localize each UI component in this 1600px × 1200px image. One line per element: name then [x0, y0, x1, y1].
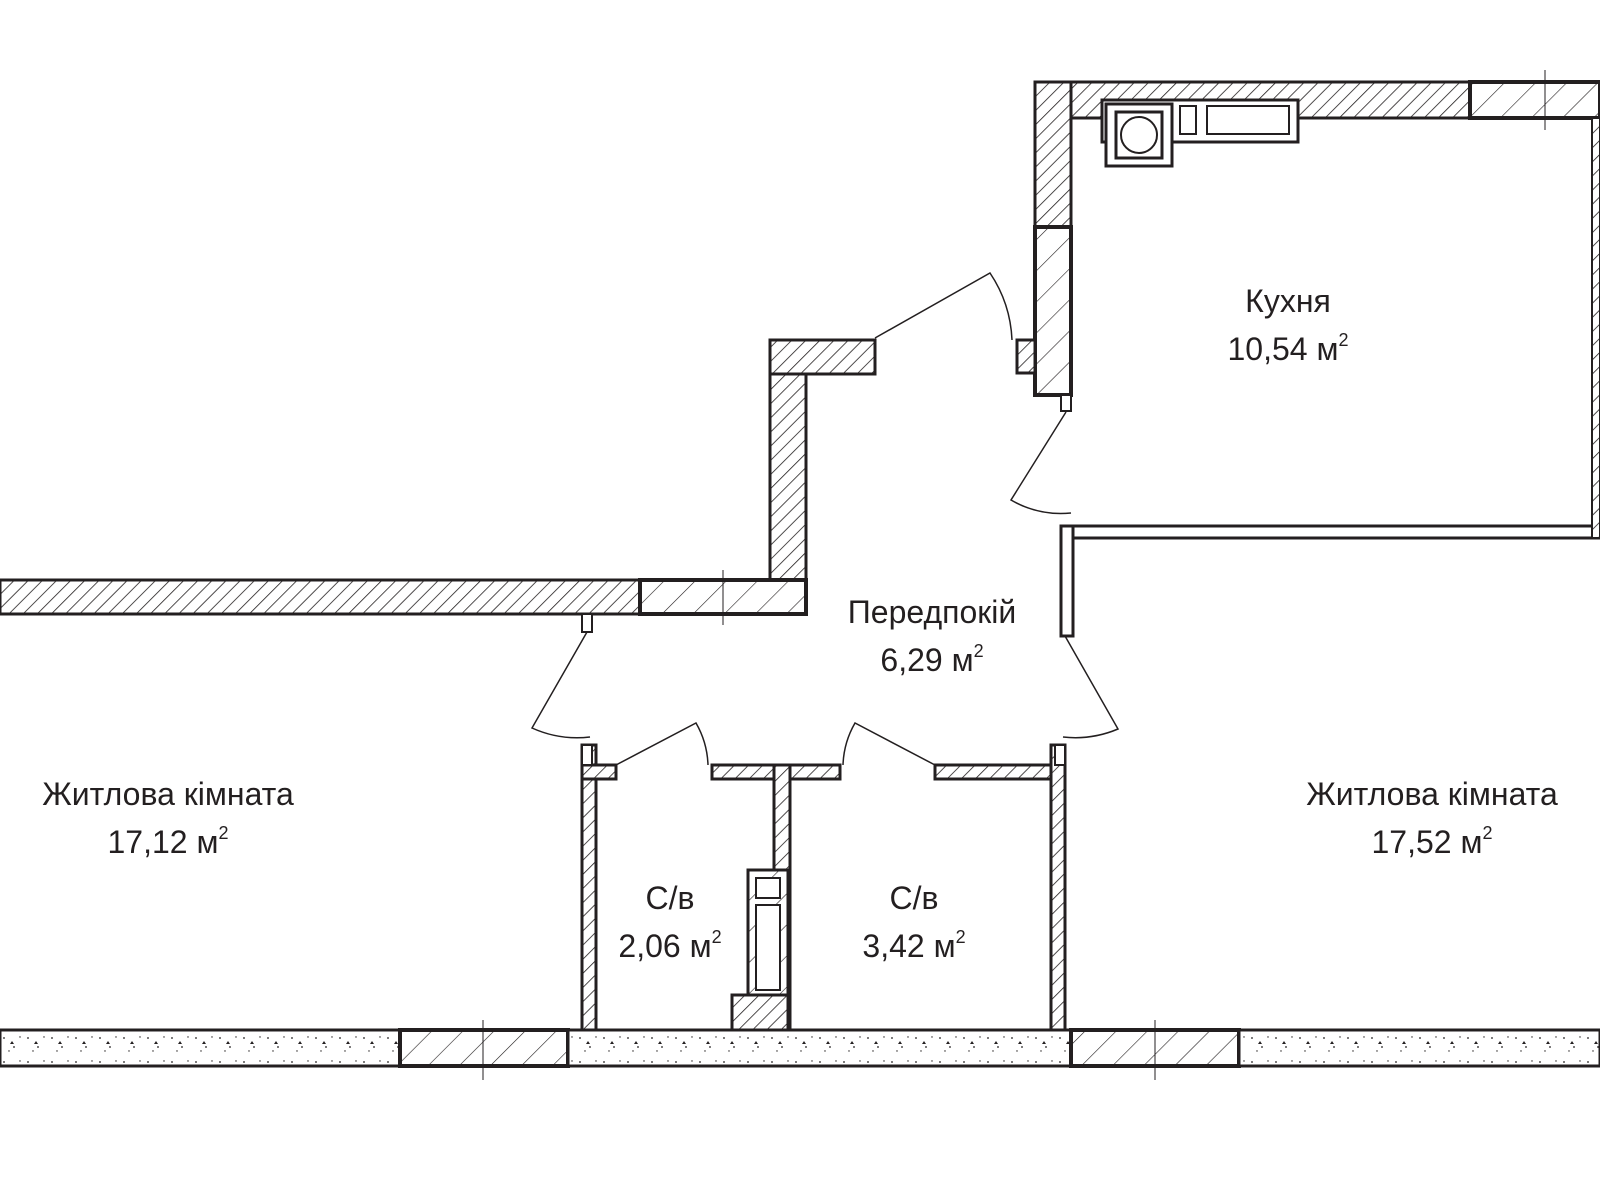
room-name: Передпокій	[847, 594, 1017, 630]
door-hall-top	[874, 272, 1013, 341]
room-area: 17,12 м2	[107, 823, 229, 860]
room-label-bath-small: С/в 2,06 м2	[618, 874, 721, 970]
room-area: 17,52 м2	[1371, 823, 1493, 860]
service-shaft-base	[730, 993, 790, 1032]
room-name: С/в	[889, 880, 939, 916]
room-area: 2,06 м2	[618, 927, 722, 964]
room-label-bath-large: С/в 3,42 м2	[862, 874, 965, 970]
room-name: С/в	[645, 880, 695, 916]
room-name: Житлова кімната	[1306, 776, 1558, 812]
left-long-wall	[0, 578, 642, 616]
exterior-wall-middle	[566, 1028, 1073, 1068]
right-edge-wall	[1591, 117, 1600, 539]
room-area: 6,29 м2	[880, 641, 984, 678]
room-name: Житлова кімната	[42, 776, 294, 812]
door-living-right	[1062, 635, 1120, 739]
window-left	[398, 1028, 570, 1068]
room-area: 3,42 м2	[862, 927, 966, 964]
bath-left-post	[581, 744, 593, 766]
kitchen-living-partition	[1059, 524, 1600, 540]
kitchen-left-wall-stub	[1015, 338, 1037, 375]
room-label-kitchen: Кухня 10,54 м2	[1228, 277, 1349, 373]
room-name: Кухня	[1245, 283, 1331, 319]
door-bath-large	[842, 722, 936, 766]
door-bath-small	[615, 722, 709, 766]
room-area: 10,54 м2	[1227, 330, 1349, 367]
kitchen-sink	[1206, 105, 1290, 135]
bath-right-wall	[1049, 743, 1067, 1032]
door-living-left	[530, 631, 591, 739]
bath-left-top-stub	[580, 763, 618, 781]
partition-vertical	[1059, 524, 1075, 638]
kitchen-door-post	[1060, 394, 1072, 412]
kitchen-boiler-icon	[1120, 116, 1158, 154]
room-label-hallway: Передпокій 6,29 м2	[848, 588, 1016, 684]
service-shaft-inner	[755, 904, 781, 991]
kitchen-left-wall-upper	[1033, 80, 1073, 229]
service-shaft-top	[755, 877, 781, 899]
exterior-wall-left	[0, 1028, 402, 1068]
kitchen-left-wall-block	[1033, 225, 1073, 397]
room-label-living-left: Житлова кімната 17,12 м2	[42, 770, 294, 866]
bath-left-wall	[580, 743, 598, 1032]
bath-right-post	[1054, 744, 1066, 766]
bath-right-top-wall	[933, 763, 1067, 781]
exterior-wall-right	[1237, 1028, 1600, 1068]
room-label-living-right: Житлова кімната 17,52 м2	[1306, 770, 1558, 866]
kitchen-top-window	[1468, 80, 1600, 120]
kitchen-appliance	[1179, 105, 1197, 135]
hall-vertical-wall	[768, 338, 808, 582]
door-kitchen	[1009, 411, 1072, 515]
hall-top-wall-stub	[768, 338, 877, 376]
left-door-post	[581, 613, 593, 633]
